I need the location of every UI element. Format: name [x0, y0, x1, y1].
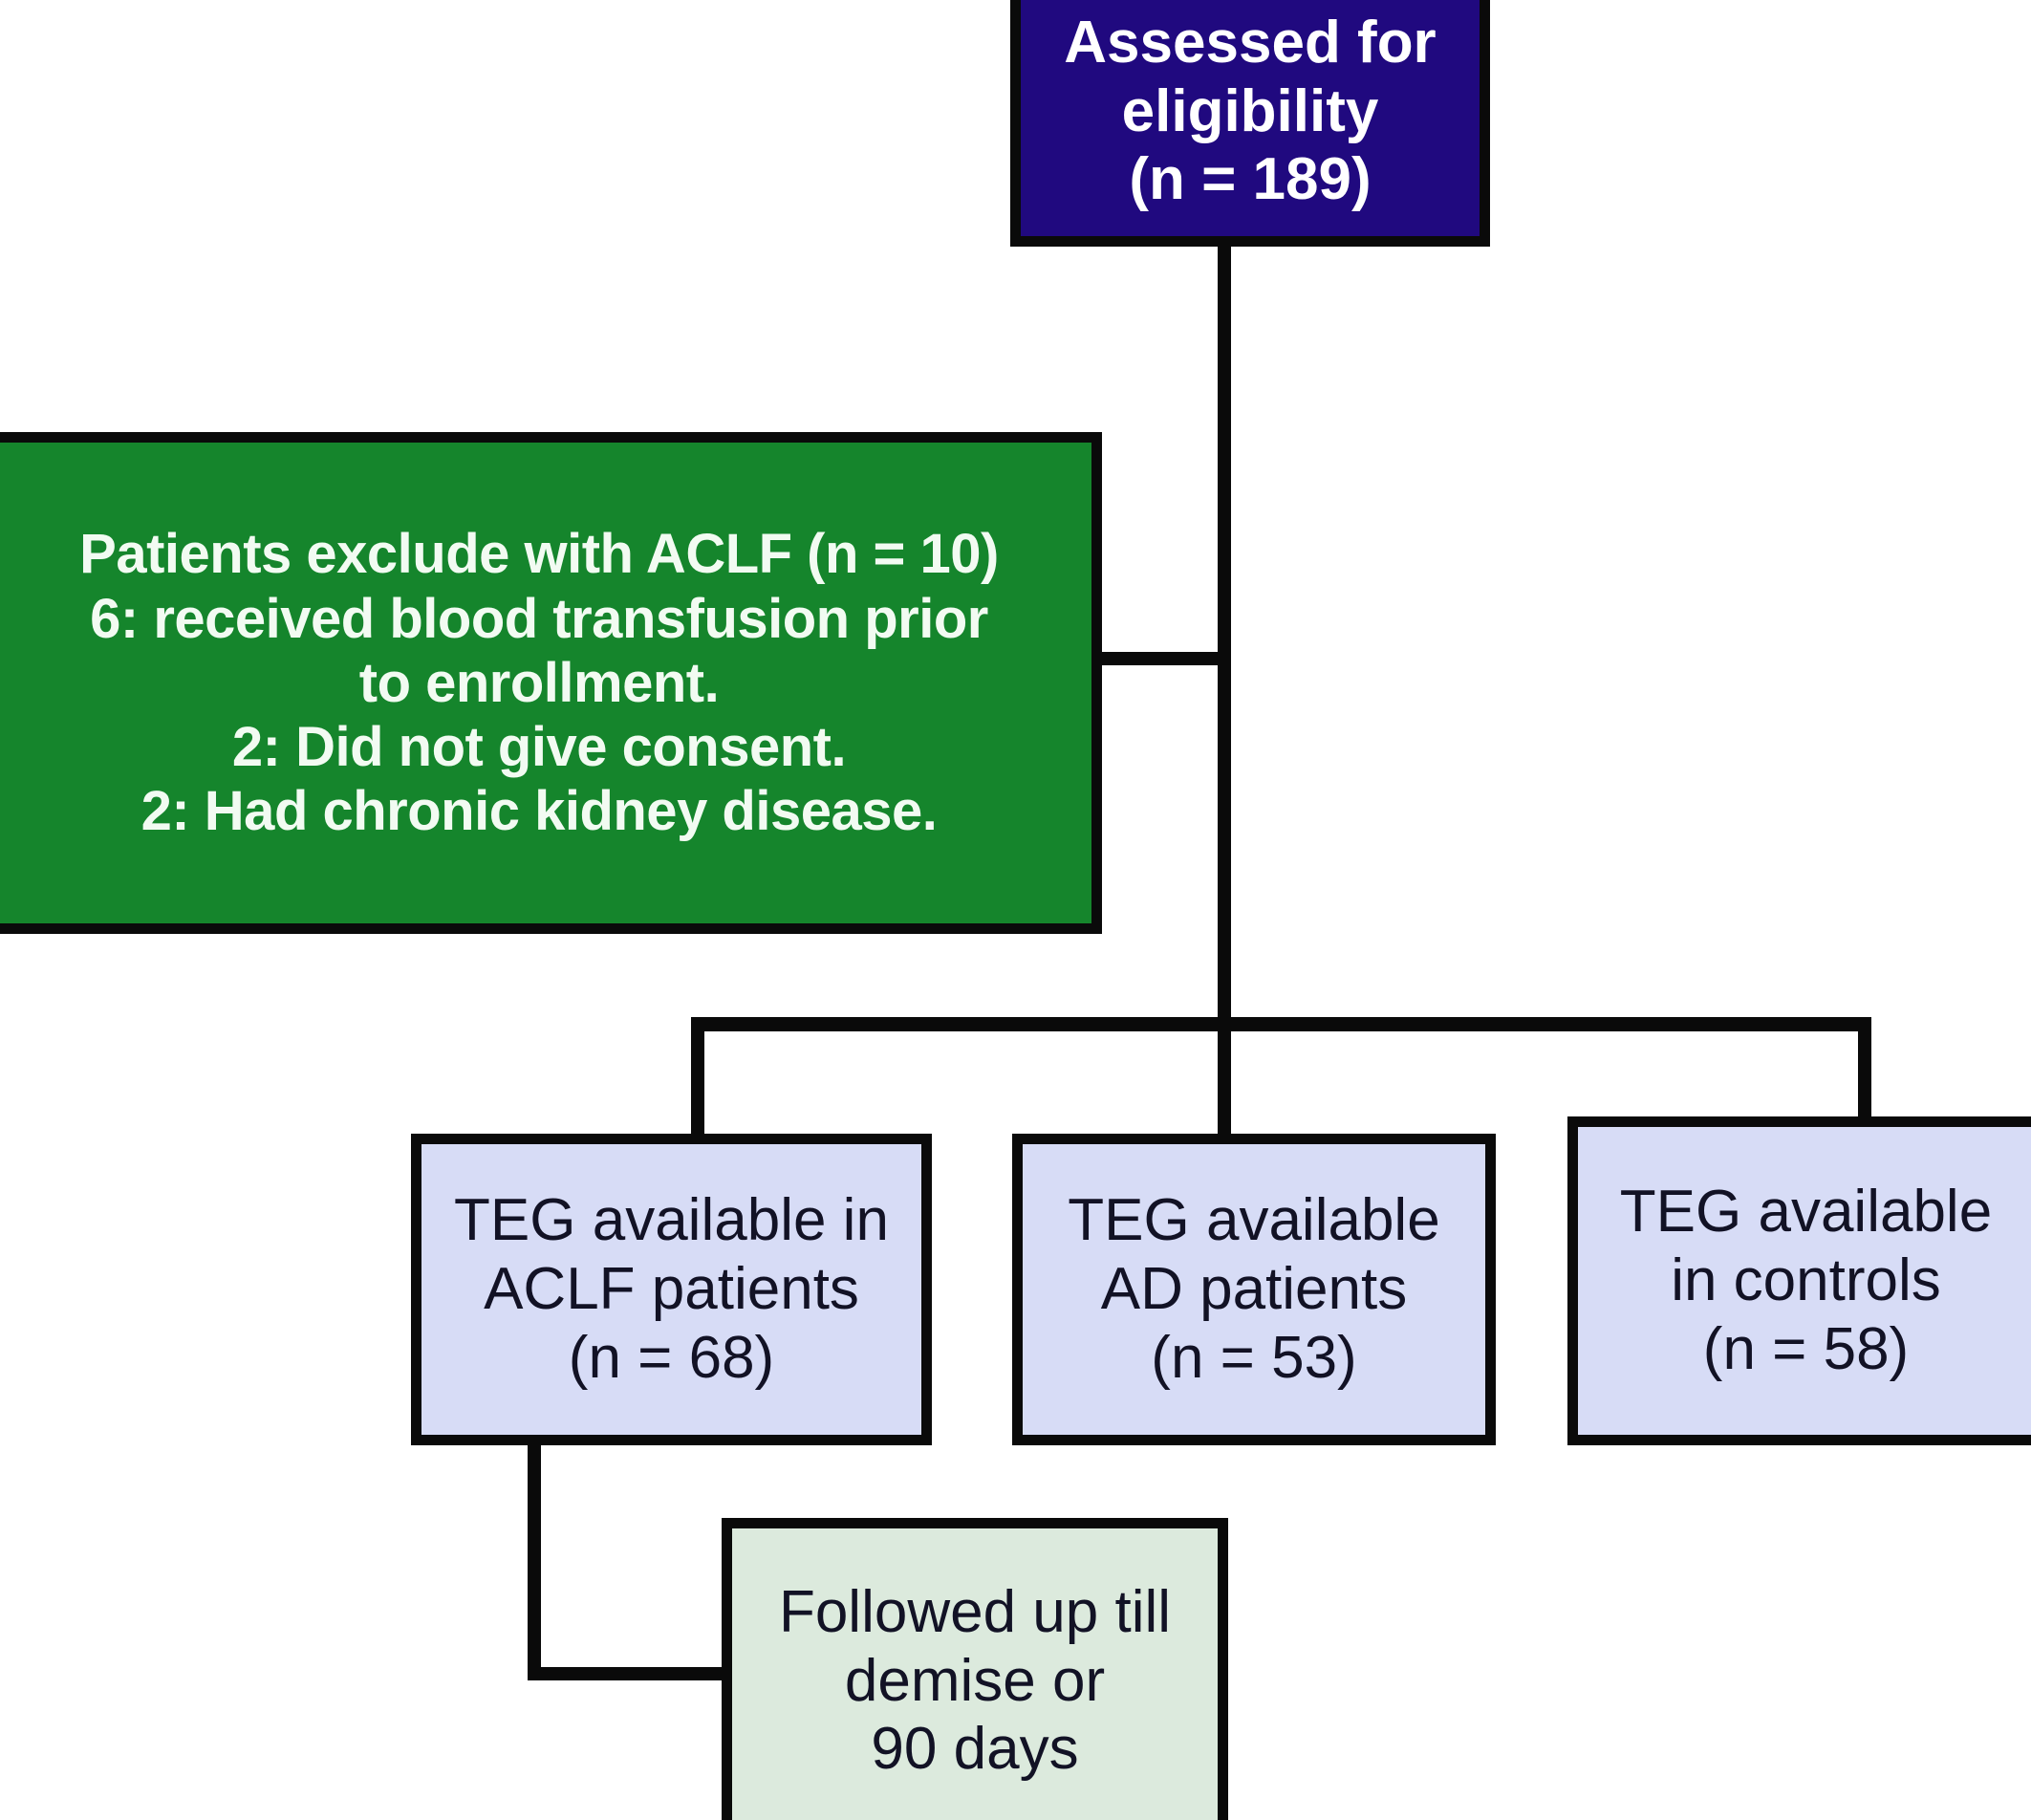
node-teg-aclf-line-2: ACLF patients	[484, 1256, 859, 1323]
node-teg-controls-text: TEG available in controls (n = 58)	[1578, 1178, 2031, 1384]
node-teg-controls-line-2: in controls	[1671, 1247, 1941, 1314]
node-followup-line-1: Followed up till	[778, 1578, 1172, 1645]
node-teg-available-ad[interactable]: TEG available AD patients (n = 53)	[1012, 1134, 1496, 1445]
connector-split-right-drop	[1858, 1017, 1871, 1122]
node-followed-up[interactable]: Followed up till demise or 90 days	[722, 1518, 1228, 1820]
node-teg-aclf-text: TEG available in ACLF patients (n = 68)	[421, 1186, 921, 1393]
connector-assessed-to-split	[1218, 247, 1231, 1030]
node-teg-ad-line-2: AD patients	[1100, 1256, 1408, 1323]
node-teg-aclf-line-3: (n = 68)	[568, 1324, 775, 1391]
node-teg-aclf-line-1: TEG available in	[454, 1187, 889, 1254]
node-followup-line-2: demise or	[844, 1647, 1106, 1714]
node-teg-ad-line-3: (n = 53)	[1151, 1324, 1357, 1391]
node-teg-controls-line-3: (n = 58)	[1702, 1315, 1910, 1382]
node-assessed-for-eligibility[interactable]: Assessed for eligibility (n = 189)	[1010, 0, 1490, 247]
node-teg-available-aclf[interactable]: TEG available in ACLF patients (n = 68)	[411, 1134, 932, 1445]
node-assessed-text: Assessed for eligibility (n = 189)	[1021, 9, 1480, 215]
connector-split-bar	[691, 1017, 1871, 1031]
node-assessed-line-2: eligibility	[1121, 77, 1379, 144]
node-teg-ad-line-1: TEG available	[1068, 1187, 1440, 1254]
node-followup-text: Followed up till demise or 90 days	[732, 1578, 1218, 1785]
node-excluded-line-5: 2: Had chronic kidney disease.	[140, 780, 938, 843]
node-followup-line-3: 90 days	[871, 1716, 1079, 1783]
node-patients-excluded[interactable]: Patients exclude with ACLF (n = 10) 6: r…	[0, 432, 1102, 934]
node-excluded-line-3: to enrollment.	[358, 651, 720, 714]
node-excluded-line-2: 6: received blood transfusion prior	[90, 587, 988, 650]
node-excluded-line-1: Patients exclude with ACLF (n = 10)	[79, 523, 999, 586]
node-teg-available-controls[interactable]: TEG available in controls (n = 58)	[1567, 1116, 2031, 1445]
connector-split-left-drop	[691, 1017, 704, 1139]
node-assessed-line-1: Assessed for	[1064, 9, 1437, 76]
connector-aclf-to-followup-horizontal	[528, 1667, 728, 1680]
node-teg-ad-text: TEG available AD patients (n = 53)	[1023, 1186, 1485, 1393]
node-assessed-line-3: (n = 189)	[1129, 146, 1372, 213]
node-teg-controls-line-1: TEG available	[1619, 1179, 1993, 1246]
connector-excluded-branch	[1102, 652, 1231, 665]
connector-split-mid-drop	[1218, 1017, 1231, 1139]
connector-aclf-to-followup-vertical	[528, 1441, 541, 1680]
node-excluded-text: Patients exclude with ACLF (n = 10) 6: r…	[0, 522, 1091, 843]
node-excluded-line-4: 2: Did not give consent.	[231, 716, 847, 779]
